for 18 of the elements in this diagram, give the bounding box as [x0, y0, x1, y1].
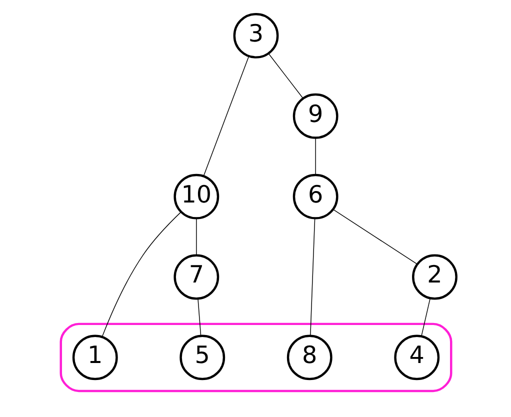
connector	[101, 212, 181, 338]
connector	[268, 53, 303, 99]
connector	[202, 56, 249, 176]
node-circle: 1	[72, 334, 118, 380]
cluster	[59, 322, 452, 392]
node-circle: 2	[412, 254, 457, 300]
connector	[314, 138, 316, 175]
connector	[332, 209, 417, 264]
connector	[197, 298, 201, 336]
node-circle: 5	[179, 334, 225, 380]
node-circle: 9	[292, 93, 338, 139]
node-circle: 10	[173, 174, 219, 220]
node-circle: 3	[232, 13, 278, 58]
node-circle: 4	[394, 334, 440, 380]
node-circle: 6	[292, 174, 338, 220]
node-circle: 7	[173, 254, 219, 300]
connector	[310, 218, 315, 336]
node-circle: 8	[286, 334, 332, 380]
